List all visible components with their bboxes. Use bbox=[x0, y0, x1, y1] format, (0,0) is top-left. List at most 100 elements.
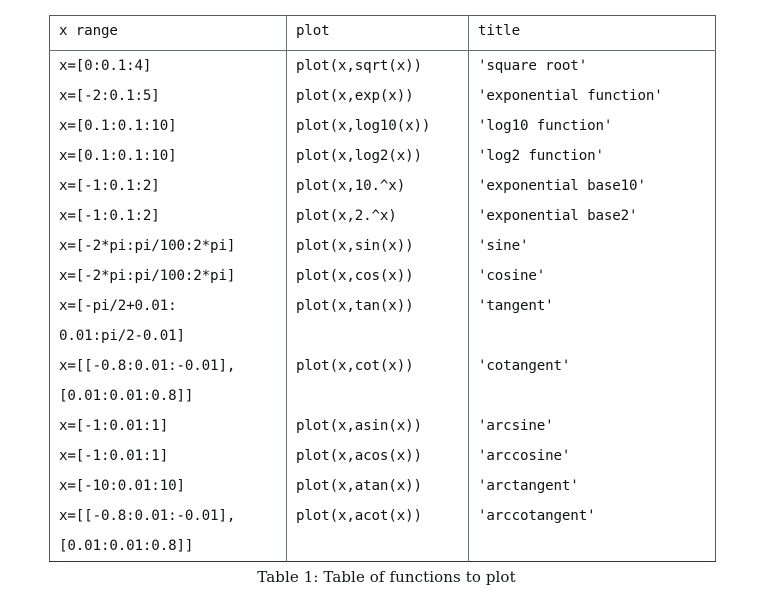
cell-title: 'arcsine' bbox=[469, 411, 716, 441]
cell-x-range-line: x=[-2*pi:pi/100:2*pi] bbox=[59, 268, 236, 284]
table-row: x=[-pi/2+0.01: 0.01:pi/2-0.01] plot(x,tan(… bbox=[49, 291, 716, 351]
table-row: x=[0:0.1:4] plot(x,sqrt(x)) 'square root' bbox=[49, 50, 716, 82]
cell-x-range: x=[[-0.8:0.01:-0.01], [0.01:0.01:0.8]] bbox=[49, 351, 287, 411]
table-body: x=[0:0.1:4]plot(x,sqrt(x))'square root'x… bbox=[49, 50, 716, 562]
table-caption: Table 1: Table of functions to plot bbox=[257, 568, 516, 586]
cell-x-range-line: x=[-1:0.1:2] bbox=[59, 178, 160, 194]
cell-x-range-line: x=[-1:0.01:1] bbox=[59, 418, 169, 434]
cell-title: 'arccosine' bbox=[469, 441, 716, 471]
cell-plot: plot(x,asin(x)) bbox=[286, 411, 469, 441]
cell-plot-line: plot(x,sin(x)) bbox=[296, 238, 414, 254]
cell-title: 'arctangent' bbox=[469, 471, 716, 501]
cell-x-range: x=[0.1:0.1:10] bbox=[49, 111, 287, 141]
table-row: x=[-2*pi:pi/100:2*pi] plot(x,cos(x)) 'cosi… bbox=[49, 261, 716, 291]
cell-x-range-line: x=[0:0.1:4] bbox=[59, 58, 152, 74]
cell-x-range-line: x=[0.1:0.1:10] bbox=[59, 118, 177, 134]
cell-title-line: 'arcsine' bbox=[478, 418, 554, 434]
cell-title-line: 'log10 function' bbox=[478, 118, 613, 134]
cell-plot: plot(x,log2(x)) bbox=[286, 141, 469, 171]
cell-title-line: 'tangent' bbox=[478, 298, 554, 314]
cell-x-range-line: x=[-2*pi:pi/100:2*pi] bbox=[59, 238, 236, 254]
cell-title: 'sine' bbox=[469, 231, 716, 261]
cell-x-range-line: x=[[-0.8:0.01:-0.01], bbox=[59, 358, 236, 374]
cell-x-range: x=[0:0.1:4] bbox=[49, 50, 287, 81]
cell-x-range: x=[[-0.8:0.01:-0.01],[0.01:0.01:0.8]] bbox=[49, 501, 287, 562]
cell-plot: plot(x,acos(x)) bbox=[286, 441, 469, 471]
cell-x-range-line: x=[-2:0.1:5] bbox=[59, 88, 160, 104]
table-row: x=[-10:0.01:10] plot(x,atan(x)) 'arctangen… bbox=[49, 471, 716, 501]
cell-title: 'arccotangent' bbox=[469, 501, 716, 562]
cell-x-range: x=[-1:0.01:1] bbox=[49, 441, 287, 471]
table-row: x=[[-0.8:0.01:-0.01], [0.01:0.01:0.8]] plo… bbox=[49, 351, 716, 411]
cell-x-range-line: x=[-10:0.01:10] bbox=[59, 478, 185, 494]
table-row: x=[-2:0.1:5] plot(x,exp(x)) 'exponential f… bbox=[49, 81, 716, 111]
cell-plot: plot(x,tan(x)) bbox=[286, 291, 469, 351]
cell-plot: plot(x,log10(x)) bbox=[286, 111, 469, 141]
cell-plot-line: plot(x,log10(x)) bbox=[296, 118, 431, 134]
cell-x-range-line: [0.01:0.01:0.8]] bbox=[59, 388, 194, 404]
cell-plot-line: plot(x,acos(x)) bbox=[296, 448, 422, 464]
cell-x-range: x=[-2*pi:pi/100:2*pi] bbox=[49, 231, 287, 261]
cell-title-line: 'cotangent' bbox=[478, 358, 571, 374]
cell-x-range-line: x=[0.1:0.1:10] bbox=[59, 148, 177, 164]
cell-title: 'square root' bbox=[469, 51, 716, 82]
cell-plot-line bbox=[296, 531, 468, 561]
cell-x-range-line: x=[-1:0.1:2] bbox=[59, 208, 160, 224]
cell-title-line: 'exponential base2' bbox=[478, 208, 638, 224]
cell-title-line: 'arccosine' bbox=[478, 448, 571, 464]
cell-title: 'cosine' bbox=[469, 261, 716, 291]
cell-x-range-line: x=[-1:0.01:1] bbox=[59, 448, 169, 464]
cell-title-line: 'exponential base10' bbox=[478, 178, 646, 194]
table-row: x=[-1:0.1:2] plot(x,10.^x) 'exponential ba… bbox=[49, 171, 716, 201]
functions-table: x range plot title x=[0:0.1:4]plot(x,sqr… bbox=[49, 15, 716, 562]
cell-plot: plot(x,10.^x) bbox=[286, 171, 469, 201]
cell-title-line bbox=[478, 321, 715, 351]
table-row: x=[-2*pi:pi/100:2*pi] plot(x,sin(x)) 'sine… bbox=[49, 231, 716, 261]
column-header-title: title bbox=[468, 15, 716, 51]
cell-x-range-line: 0.01:pi/2-0.01] bbox=[59, 328, 185, 344]
cell-plot-line: plot(x,asin(x)) bbox=[296, 418, 422, 434]
cell-plot-line: plot(x,tan(x)) bbox=[296, 298, 414, 314]
cell-plot: plot(x,cot(x)) bbox=[286, 351, 469, 411]
cell-title: 'cotangent' bbox=[469, 351, 716, 411]
cell-plot: plot(x,atan(x)) bbox=[286, 471, 469, 501]
cell-plot: plot(x,cos(x)) bbox=[286, 261, 469, 291]
cell-plot-line: plot(x,sqrt(x)) bbox=[296, 58, 422, 74]
cell-plot-line: plot(x,cot(x)) bbox=[296, 358, 414, 374]
cell-plot-line bbox=[296, 321, 468, 351]
functions-table-container: x range plot title x=[0:0.1:4]plot(x,sqr… bbox=[49, 15, 716, 562]
cell-title: 'exponential base2' bbox=[469, 201, 716, 231]
cell-plot-line: plot(x,atan(x)) bbox=[296, 478, 422, 494]
cell-plot-line bbox=[296, 381, 468, 411]
column-header-x-range: x range bbox=[49, 15, 287, 51]
cell-plot: plot(x,sqrt(x)) bbox=[286, 50, 469, 81]
table-row: x=[-1:0.01:1] plot(x,acos(x)) 'arccosine' bbox=[49, 441, 716, 471]
cell-x-range: x=[-1:0.1:2] bbox=[49, 171, 287, 201]
cell-title-line: 'exponential function' bbox=[478, 88, 663, 104]
cell-title-line: 'square root' bbox=[478, 58, 588, 74]
cell-title-line: 'arctangent' bbox=[478, 478, 579, 494]
cell-title: 'log2 function' bbox=[469, 141, 716, 171]
cell-title-line: 'log2 function' bbox=[478, 148, 604, 164]
cell-plot-line: plot(x,exp(x)) bbox=[296, 88, 414, 104]
table-row: x=[-1:0.1:2] plot(x,2.^x) 'exponential bas… bbox=[49, 201, 716, 231]
cell-plot: plot(x,sin(x)) bbox=[286, 231, 469, 261]
cell-x-range: x=[-pi/2+0.01: 0.01:pi/2-0.01] bbox=[49, 291, 287, 351]
cell-title: 'exponential base10' bbox=[469, 171, 716, 201]
cell-plot: plot(x,acot(x)) bbox=[286, 501, 469, 562]
cell-title: 'tangent' bbox=[469, 291, 716, 351]
cell-x-range: x=[-10:0.01:10] bbox=[49, 471, 287, 501]
cell-x-range: x=[-2*pi:pi/100:2*pi] bbox=[49, 261, 287, 291]
table-row: x=[0.1:0.1:10] plot(x,log10(x)) 'log10 fun… bbox=[49, 111, 716, 141]
cell-plot-line: plot(x,10.^x) bbox=[296, 178, 406, 194]
cell-plot-line: plot(x,cos(x)) bbox=[296, 268, 414, 284]
cell-x-range: x=[-2:0.1:5] bbox=[49, 81, 287, 111]
cell-title: 'log10 function' bbox=[469, 111, 716, 141]
cell-title-line bbox=[478, 381, 715, 411]
cell-x-range-line: [0.01:0.01:0.8]] bbox=[59, 538, 194, 554]
cell-title-line bbox=[478, 531, 715, 561]
cell-plot-line: plot(x,2.^x) bbox=[296, 208, 397, 224]
cell-x-range-line: x=[-pi/2+0.01: bbox=[59, 298, 177, 314]
table-row: x=[0.1:0.1:10] plot(x,log2(x)) 'log2 funct… bbox=[49, 141, 716, 171]
